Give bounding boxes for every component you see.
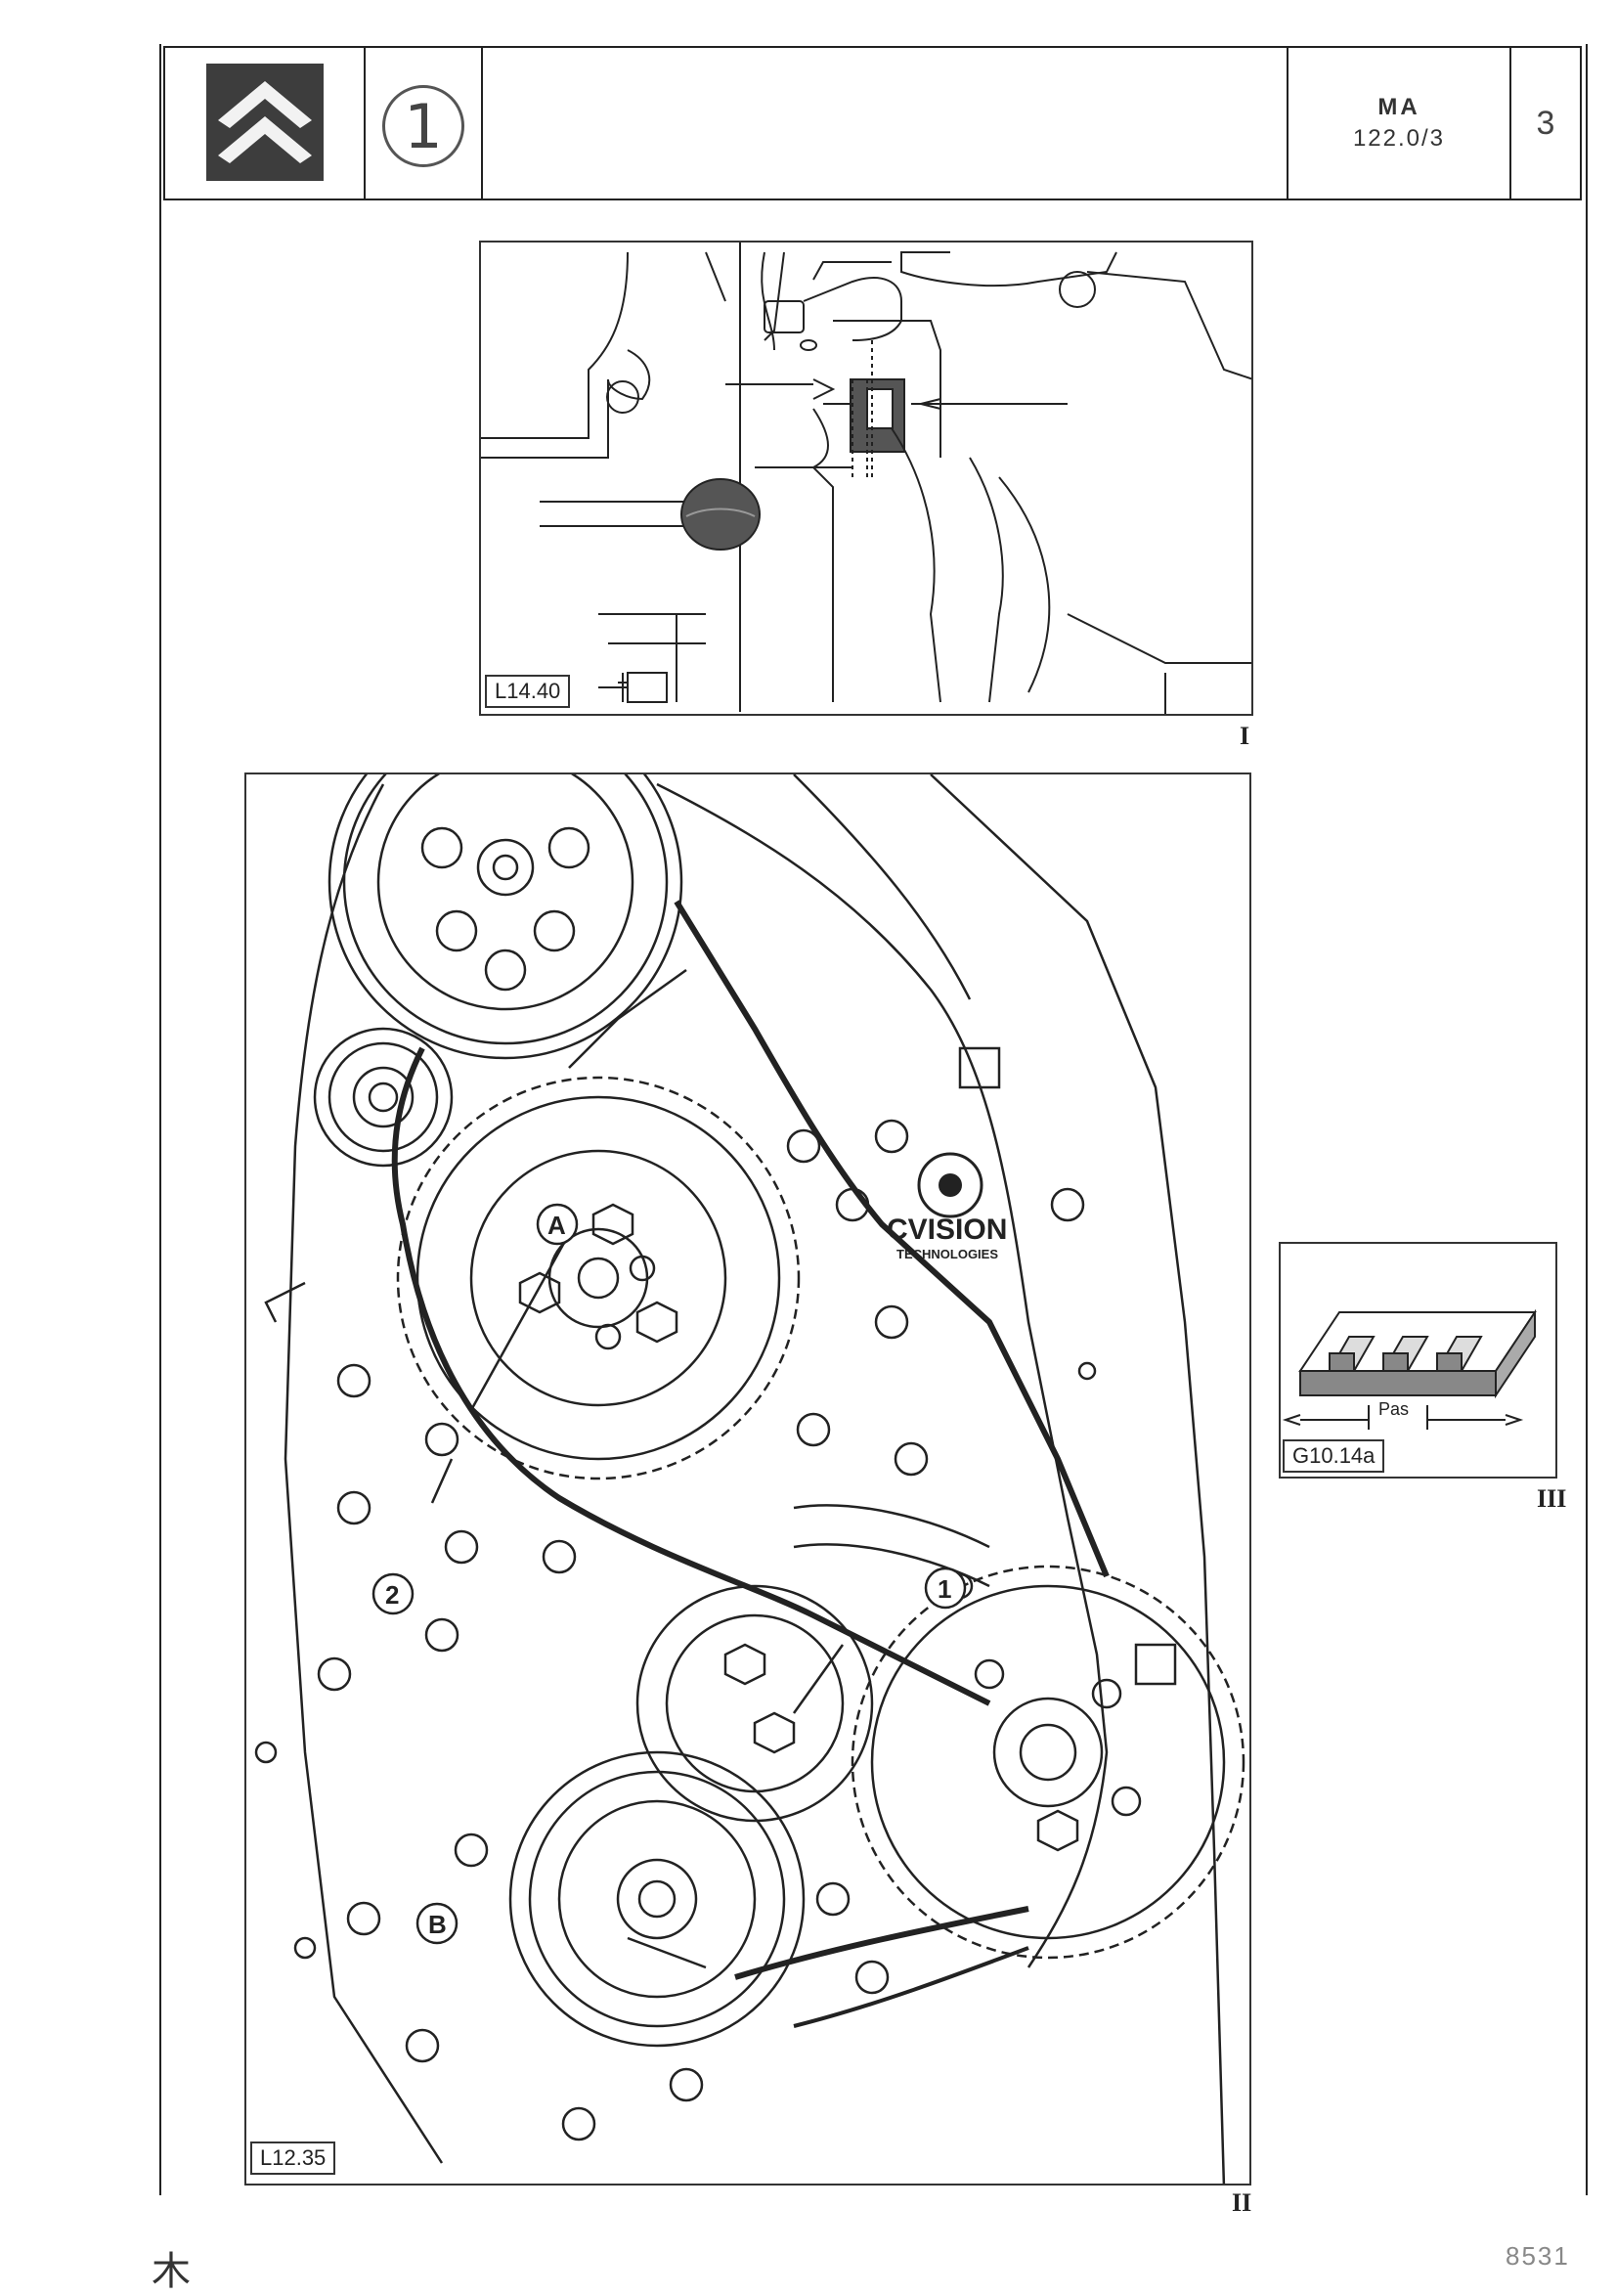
citroen-logo-icon [206, 64, 324, 181]
figure-2-drawing: A 1 2 B CVISION TECHNOLOGIES L12.35 [244, 773, 1251, 2186]
title-cell [483, 48, 1288, 199]
cvision-watermark: CVISION TECHNOLOGIES [887, 1152, 1007, 1261]
figure-2-roman: II [1232, 2188, 1252, 2217]
figure-1-drawing: L14.40 [479, 241, 1253, 716]
watermark-line2: TECHNOLOGIES [896, 1247, 998, 1261]
footer-number: 8531 [1506, 2241, 1570, 2271]
figure-3-drawing: Pas G10.14a [1279, 1242, 1557, 1479]
code-line1: MA [1377, 94, 1420, 120]
callout-a: A [547, 1211, 566, 1240]
pitch-label: Pas [1378, 1399, 1409, 1419]
code-line2: 122.0/3 [1352, 125, 1446, 152]
figure-1-roman: I [1240, 722, 1250, 750]
header-bar: 1 MA 122.0/3 3 [163, 46, 1582, 200]
logo-cell [165, 48, 366, 199]
figure-1-label: L14.40 [485, 675, 571, 708]
figure-3-label: G10.14a [1283, 1439, 1385, 1473]
figure-3-roman: III [1537, 1484, 1567, 1513]
page-cell: 3 [1511, 48, 1580, 199]
page-frame [159, 44, 1588, 2195]
footer-mark: ⽊ [152, 2250, 191, 2293]
callout-2: 2 [385, 1580, 399, 1610]
chapter-number: 1 [382, 85, 464, 167]
watermark-line1: CVISION [887, 1214, 1007, 1246]
page-number: 3 [1536, 104, 1555, 142]
chapter-cell: 1 [366, 48, 483, 199]
callout-1: 1 [938, 1574, 951, 1604]
code-cell: MA 122.0/3 [1288, 48, 1511, 199]
figure-2-label: L12.35 [250, 2141, 336, 2175]
callout-b: B [428, 1910, 447, 1939]
